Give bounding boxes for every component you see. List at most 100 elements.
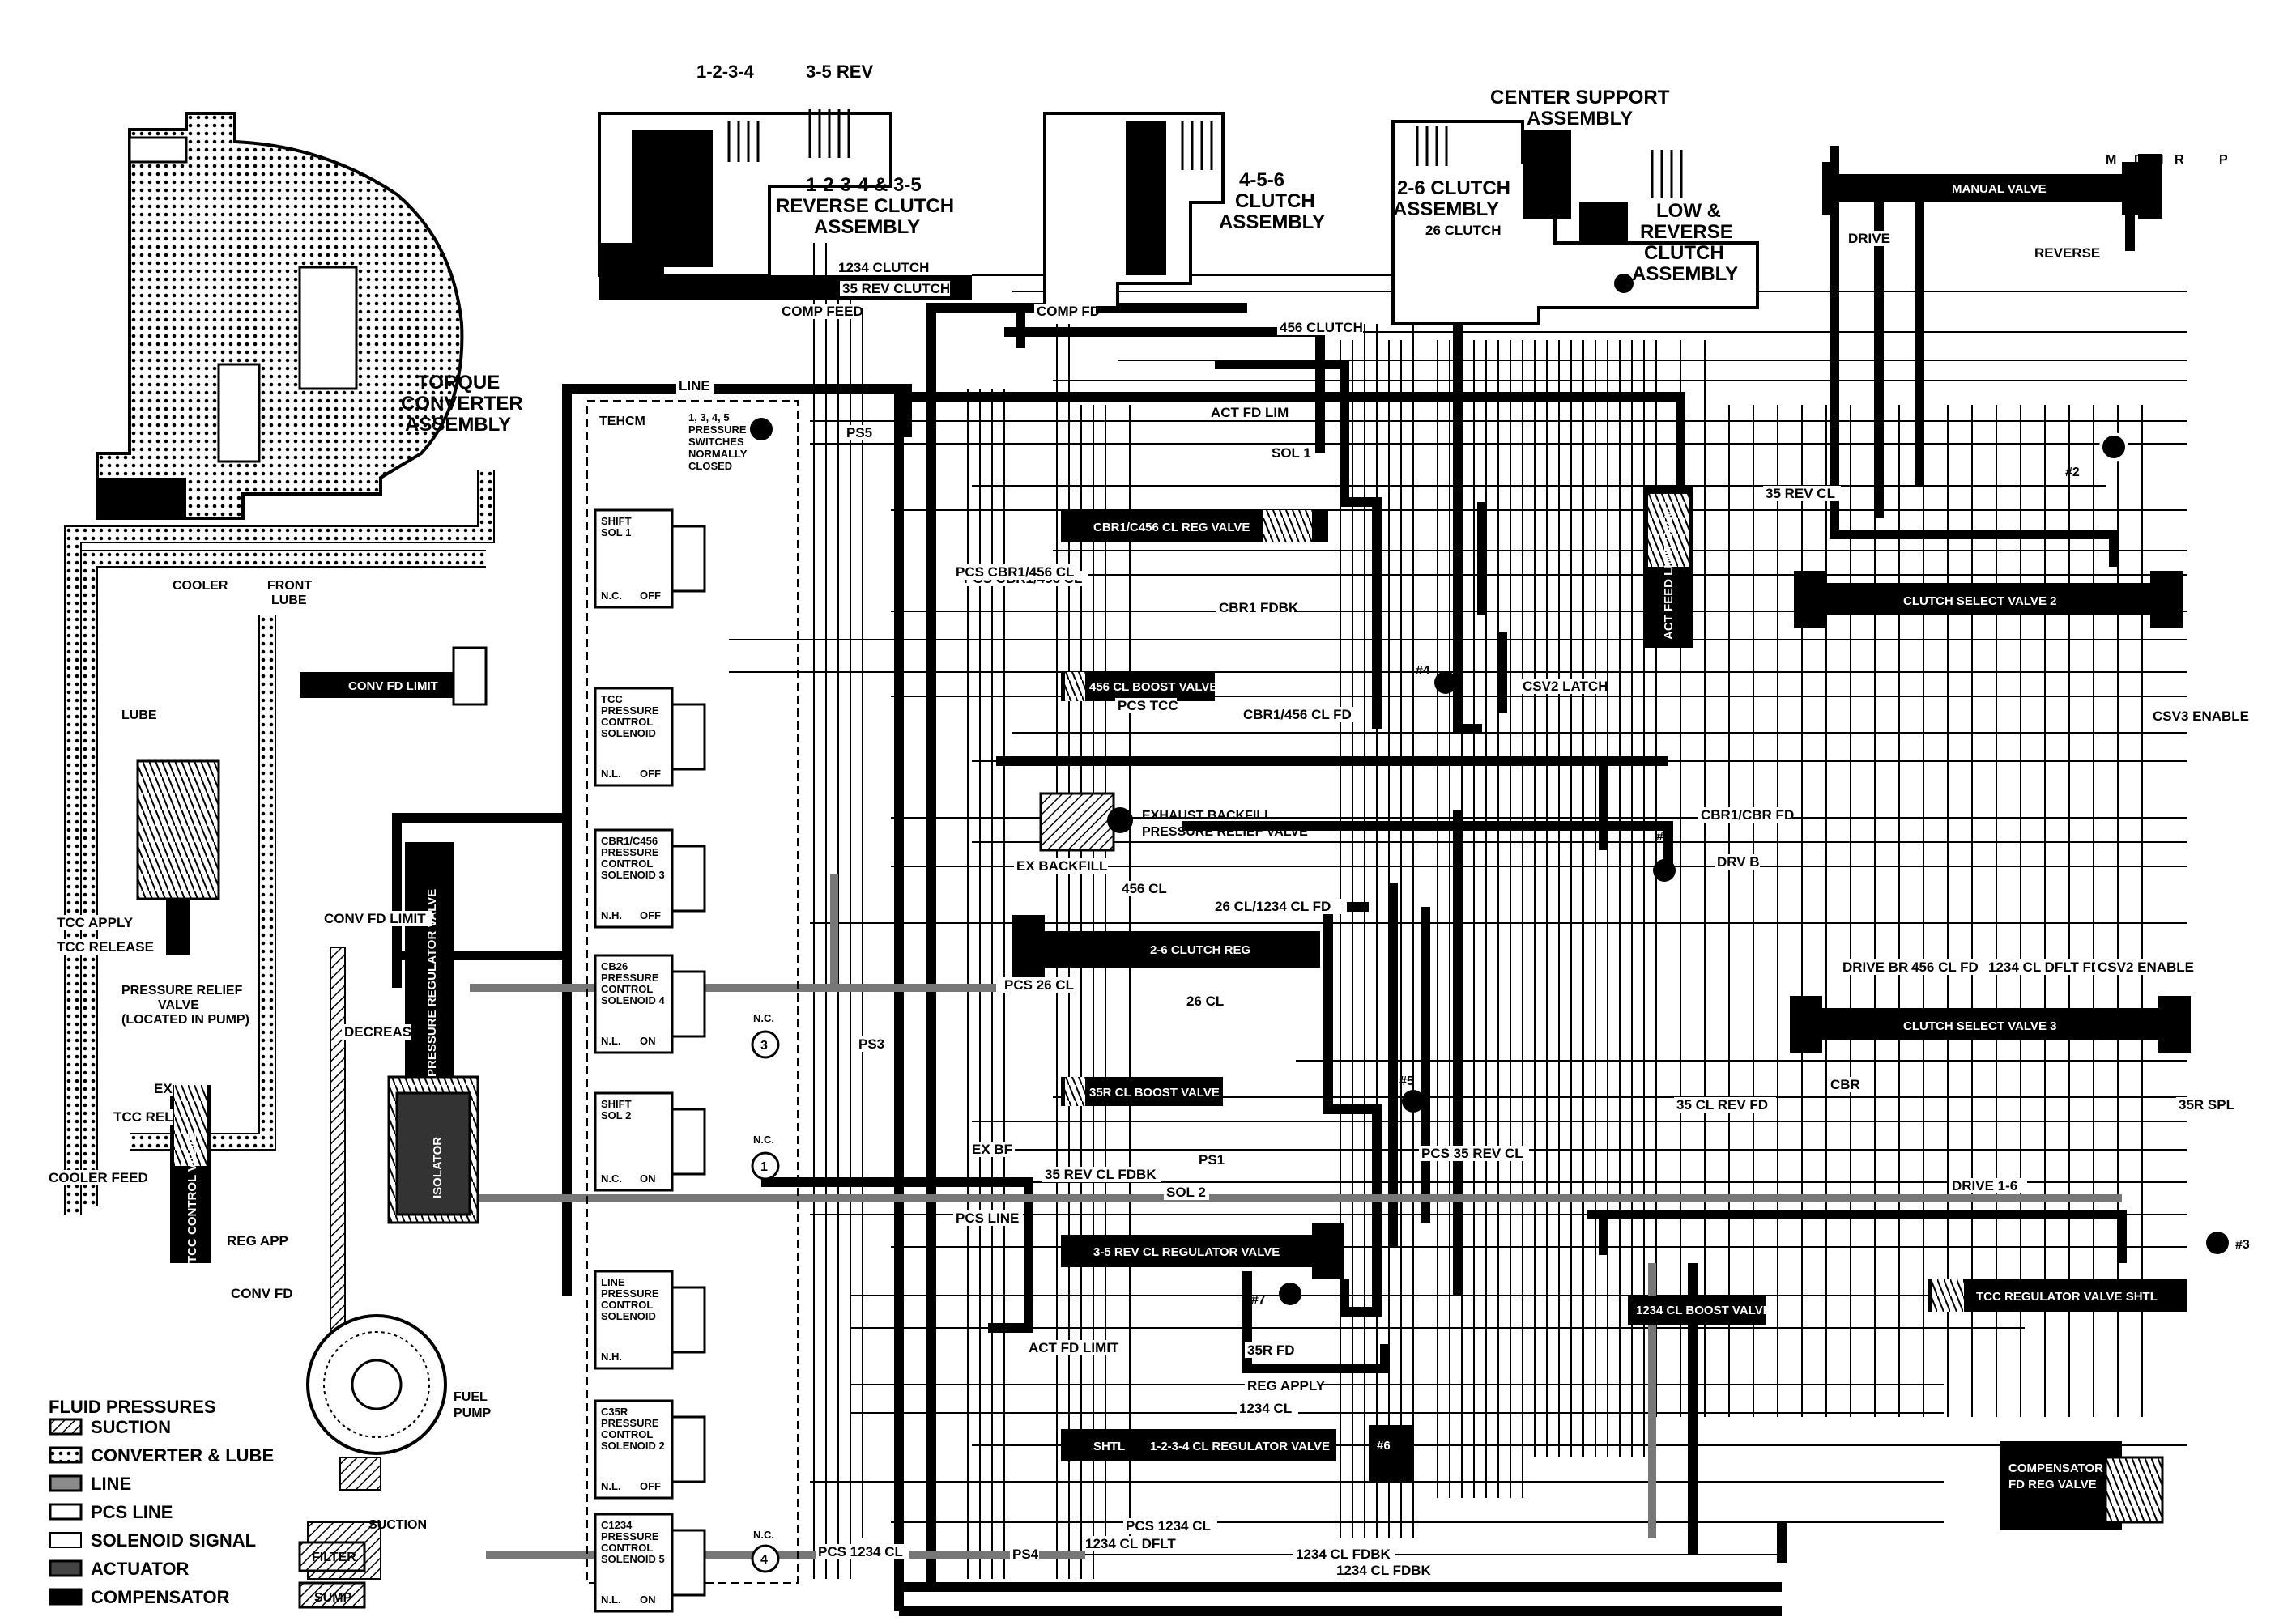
svg-text:TCC APPLY: TCC APPLY: [57, 915, 134, 930]
filter-label: FILTER: [312, 1551, 356, 1564]
passage-label-35: TCC RELEASE: [54, 939, 154, 955]
solenoid-1-name-1: SHIFT: [601, 515, 632, 527]
filter-sump: [298, 1541, 366, 1609]
manual-valve-label: MANUAL VALVE: [1952, 182, 2047, 196]
clutch-select-valve-3[interactable]: CLUTCH SELECT VALVE 3: [1790, 996, 2191, 1053]
conv-fd-limit-valve[interactable]: CONV FD LIMIT: [300, 646, 488, 706]
solenoid-4-type: N.L.: [601, 1035, 621, 1047]
tcc-regulator-label: TCC REGULATOR VALVE SHTL: [1976, 1290, 2158, 1304]
svg-text:1234 CL DFLT FD: 1234 CL DFLT FD: [1988, 959, 2101, 975]
35r-boost-valve[interactable]: 35R CL BOOST VALVE: [1061, 1077, 1223, 1106]
clutch-456-caption-2: CLUTCH: [1235, 190, 1315, 212]
passage-label-32: 1234 CL DFLT: [1083, 1536, 1185, 1551]
passage-label-15: DRIVE 1-6: [1949, 1178, 2027, 1193]
solenoid-8-name-1: C1234: [601, 1519, 633, 1531]
nc-label-2: N.C.: [753, 1134, 774, 1146]
clutch-1234-title: 1-2-3-4: [696, 62, 755, 82]
svg-text:DRV B: DRV B: [1717, 854, 1760, 870]
svg-text:35 REV CL: 35 REV CL: [1766, 486, 1835, 501]
passage-label-50: 35R SPL: [2176, 1097, 2238, 1113]
passage-label-51: PCS 35 REV CL: [1419, 1146, 1529, 1161]
456-boost-valve[interactable]: 456 CL BOOST VALVE: [1061, 672, 1217, 701]
svg-text:26 CL/1234 CL FD: 26 CL/1234 CL FD: [1215, 899, 1331, 914]
clutch-456-caption-1: 4-5-6: [1239, 169, 1284, 191]
svg-text:CONV FD: CONV FD: [231, 1286, 293, 1301]
svg-text:DRIVE: DRIVE: [1848, 231, 1890, 246]
passage-label-61: PCS 1234 CL: [816, 1544, 909, 1559]
35-rev-reg-valve[interactable]: 3-5 REV CL REGULATOR VALVE: [1061, 1223, 1344, 1279]
1234-boost-label: 1234 CL BOOST VALVE: [1636, 1304, 1771, 1317]
checkballs: #1 #2 #3 #4 #5 #6 #7: [1251, 432, 2250, 1482]
passage-label-23: 26 CL/1234 CL FD: [1212, 899, 1347, 914]
act-feed-limit-label: ACT FEED LIMIT VALVE: [1662, 502, 1676, 640]
solenoid-8-type: N.L.: [601, 1593, 621, 1606]
legend-label-6: ACTUATOR: [91, 1559, 190, 1579]
passage-label-9: SOL 1: [1269, 445, 1314, 461]
passage-label-22: 456 CL: [1119, 881, 1173, 896]
passage-label-39: CONV FD: [228, 1286, 293, 1301]
passage-label-13: PS4: [1010, 1547, 1039, 1562]
cooler-label: COOLER: [173, 579, 228, 593]
passage-label-56: 26 CL: [1184, 993, 1229, 1009]
passage-label-49: CSV3 ENABLE: [2150, 708, 2249, 724]
compensator-label-1: COMPENSATOR: [2008, 1461, 2103, 1475]
cbr1-456-reg-valve[interactable]: CBR1/C456 CL REG VALVE: [1061, 510, 1328, 542]
clutch-26-caption-2: ASSEMBLY: [1393, 198, 1499, 220]
legend-label-1: SUCTION: [91, 1417, 171, 1437]
conv-fd-limit-label: CONV FD LIMIT: [348, 679, 438, 693]
pressure-switch-3: 3: [760, 1039, 768, 1053]
svg-text:PCS 1234 CL: PCS 1234 CL: [1126, 1518, 1211, 1534]
26-clutch-reg-valve[interactable]: 2-6 CLUTCH REG: [1012, 915, 1320, 988]
svg-text:CSV3 ENABLE: CSV3 ENABLE: [2153, 708, 2249, 724]
svg-text:35 REV CL FDBK: 35 REV CL FDBK: [1045, 1167, 1157, 1182]
front-lube-label-1: FRONT: [267, 579, 312, 593]
clutch-select-valve-2[interactable]: CLUTCH SELECT VALVE 2: [1794, 571, 2183, 628]
svg-text:ACT FD LIMIT: ACT FD LIMIT: [1029, 1340, 1119, 1355]
legend-item-3: LINE: [49, 1474, 131, 1494]
solenoid-5-state: ON: [640, 1172, 656, 1185]
passage-label-38: REG APP: [224, 1233, 288, 1249]
solenoid-4-name-2: PRESSURE: [601, 972, 659, 984]
manual-valve[interactable]: MANUAL VALVE: [1822, 154, 2162, 219]
compensator-valve[interactable]: COMPENSATOR FD REG VALVE: [2000, 1441, 2164, 1530]
passage-label-30: 1234 CL: [1237, 1401, 1298, 1416]
passage-label-6: 26 CLUTCH: [1423, 223, 1502, 238]
tcc-control-valve[interactable]: TCC CONTROL VALVE: [170, 1085, 211, 1263]
lube-label: LUBE: [121, 708, 157, 722]
torque-converter-assembly: [96, 112, 464, 520]
1234-boost-valve[interactable]: 1234 CL BOOST VALVE: [1628, 1296, 1771, 1325]
passage-label-27: CBR: [1828, 1077, 1860, 1092]
passage-label-7: LINE: [676, 378, 714, 394]
solenoid-6-name-3: CONTROL: [601, 1299, 653, 1311]
torque-converter-caption-1: TORQUE: [417, 372, 500, 394]
1234-reg-valve[interactable]: SHTL 1-2-3-4 CL REGULATOR VALVE: [1061, 1429, 1336, 1461]
solenoid-8-state: ON: [640, 1593, 656, 1606]
svg-text:456 CLUTCH: 456 CLUTCH: [1280, 320, 1363, 335]
prnd-p: P: [2219, 153, 2228, 167]
svg-text:456 CL FD: 456 CL FD: [1911, 959, 1979, 975]
svg-text:PCS TCC: PCS TCC: [1118, 698, 1178, 713]
solenoid-3-name-4: SOLENOID 3: [601, 869, 665, 881]
nc-label-1: N.C.: [753, 1012, 774, 1024]
solenoid-8-name-4: SOLENOID 5: [601, 1553, 665, 1565]
act-feed-limit-valve[interactable]: ACT FEED LIMIT VALVE: [1644, 486, 1693, 648]
passage-label-21: EX BACKFILL: [1014, 858, 1108, 874]
svg-text:456 CL: 456 CL: [1122, 881, 1167, 896]
svg-text:CSV2 ENABLE: CSV2 ENABLE: [2098, 959, 2194, 975]
legend-swatch-5: [49, 1532, 82, 1548]
tcc-regulator-valve[interactable]: TCC REGULATOR VALVE SHTL: [1928, 1279, 2187, 1312]
passage-label-43: DRIVE: [1846, 231, 1891, 246]
solenoid-6-name-1: LINE: [601, 1276, 625, 1288]
passage-label-1: 1234 CLUTCH: [836, 260, 930, 275]
legend-swatch-2: [49, 1446, 83, 1464]
passage-label-4: COMP FD: [1034, 304, 1100, 319]
clutch-select-2-label: CLUTCH SELECT VALVE 2: [1903, 594, 2056, 608]
passage-label-54: ACT FD LIMIT: [1026, 1340, 1128, 1355]
